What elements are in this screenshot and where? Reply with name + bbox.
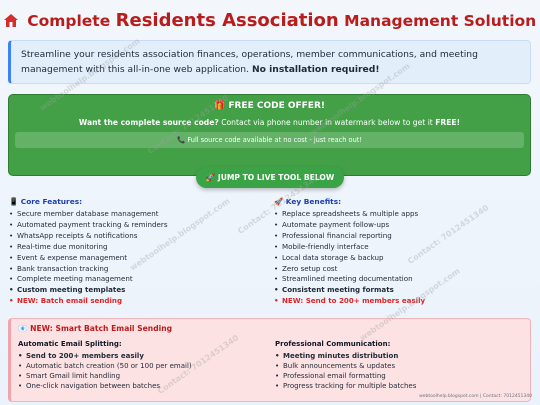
offer-head-text: FREE CODE OFFER! [228,101,325,111]
list-item: WhatsApp receipts & notifications [9,231,264,242]
list-item: Local data storage & backup [274,253,532,264]
core-features: 📱 Core Features: Secure member database … [9,197,264,307]
free-code-offer: 🎁 FREE CODE OFFER! Want the complete sou… [8,94,531,176]
list-item: Streamlined meeting documentation [274,274,532,285]
offer-bar-text: Full source code available at no cost - … [187,136,362,144]
list-item: Professional email formatting [275,371,525,381]
benefits-heading-text: Key Benefits: [285,197,342,206]
list-item: Custom meeting templates [9,285,264,296]
batch-right-title: Professional Communication: [275,340,391,348]
page-title: Complete Residents Association Managemen… [0,10,540,31]
list-item: Real-time due monitoring [9,242,264,253]
intro-text: Streamline your residents association fi… [21,49,478,75]
batch-email-box: 📧 NEW: Smart Batch Email Sending Automat… [8,318,531,402]
list-item: Secure member database management [9,209,264,220]
rocket-icon: 🚀 [274,197,284,206]
key-benefits-heading: 🚀 Key Benefits: [274,197,532,208]
list-item: Send to 200+ members easily [18,351,268,361]
key-benefits: 🚀 Key Benefits: Replace spreadsheets & m… [274,197,532,307]
list-item: Bank transaction tracking [9,264,264,275]
title-part-1: Complete [27,12,111,30]
list-item: Progress tracking for multiple batches [275,381,525,391]
offer-sub-bold2: FREE! [435,118,461,127]
offer-subtext: Want the complete source code? Contact v… [9,118,530,127]
email-icon: 📧 [18,324,28,333]
jump-label: JUMP TO LIVE TOOL BELOW [217,173,335,182]
gift-icon: 🎁 [213,101,226,111]
intro-bold: No installation required! [251,64,380,75]
footer-text: webtoolhelp.blogspot.com | Contact: 7012… [419,394,532,399]
list-item: Smart Gmail limit handling [18,371,268,381]
mobile-phone-icon: 📱 [9,197,19,206]
offer-sub-bold1: Want the complete source code? [78,118,219,127]
batch-left-column: Automatic Email Splitting: Send to 200+ … [18,339,268,391]
offer-sub-text: Contact via phone number in watermark be… [221,118,433,127]
list-item: Complete meeting management [9,274,264,285]
list-item-new: NEW: Batch email sending [9,296,264,307]
list-item: Automated payment tracking & reminders [9,220,264,231]
list-item: Bulk announcements & updates [275,361,525,371]
batch-heading: 📧 NEW: Smart Batch Email Sending [18,324,172,333]
offer-note-bar: 📞 Full source code available at no cost … [15,132,524,148]
batch-right-column: Professional Communication: Meeting minu… [275,339,525,391]
list-item: Replace spreadsheets & multiple apps [274,209,532,220]
list-item: Automatic batch creation (50 or 100 per … [18,361,268,371]
jump-to-tool-button[interactable]: 🚀 JUMP TO LIVE TOOL BELOW [196,167,344,188]
house-icon [3,13,18,27]
list-item: Event & expense management [9,253,264,264]
batch-left-title: Automatic Email Splitting: [18,340,122,348]
list-item: Meeting minutes distribution [275,351,525,361]
rocket-icon: 🚀 [205,173,216,182]
list-item-new: NEW: Send to 200+ members easily [274,296,532,307]
core-features-heading: 📱 Core Features: [9,197,264,208]
list-item: Automate payment follow-ups [274,220,532,231]
title-part-2: Residents Association [115,10,339,31]
title-part-3: Management Solution [344,12,537,30]
offer-heading: 🎁 FREE CODE OFFER! [9,101,530,111]
core-heading-text: Core Features: [20,197,83,206]
list-item: Consistent meeting formats [274,285,532,296]
phone-icon: 📞 [177,136,186,144]
list-item: Mobile-friendly interface [274,242,532,253]
batch-heading-text: NEW: Smart Batch Email Sending [30,324,173,333]
list-item: One-click navigation between batches [18,381,268,391]
list-item: Zero setup cost [274,264,532,275]
intro-box: Streamline your residents association fi… [8,40,531,84]
list-item: Professional financial reporting [274,231,532,242]
